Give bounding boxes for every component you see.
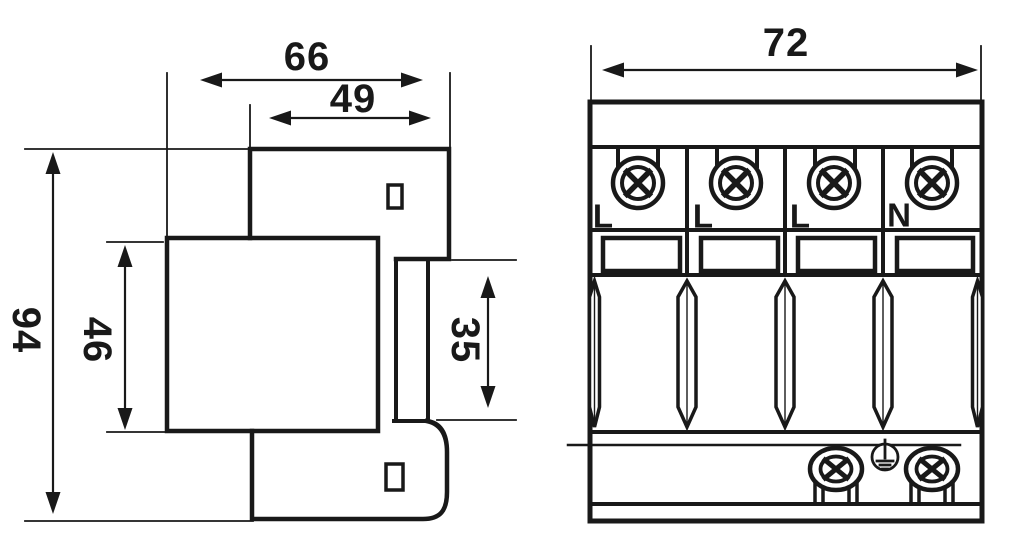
dim-arrow-up <box>45 152 61 174</box>
dim-body-height-label: 46 <box>75 316 119 364</box>
dim-arrow-right <box>409 110 431 126</box>
side-view-lower-slot <box>384 462 405 492</box>
screw-legs <box>813 481 859 505</box>
module-seam-grooves <box>587 275 985 432</box>
terminal-screw-icon <box>904 155 960 211</box>
dim-front-total-width-label: 72 <box>762 21 810 65</box>
side-view-lower-section-outline <box>249 418 450 522</box>
dim-upper-width <box>269 110 431 126</box>
screw-legs <box>909 481 955 505</box>
terminal-collars <box>616 146 954 168</box>
side-view-upper-slot <box>386 183 404 210</box>
pole-label-4: N <box>887 196 911 234</box>
dim-total-width <box>200 72 423 88</box>
module-seam-center-lines <box>593 282 979 426</box>
label-window <box>795 235 878 274</box>
bottom-screw-icon <box>903 445 961 505</box>
dim-total-height <box>45 152 61 514</box>
side-view <box>24 72 517 522</box>
side-view-extension-lines <box>24 72 517 522</box>
pole-label-2: L <box>692 197 714 235</box>
side-view-top-section-outline <box>247 146 452 262</box>
front-view-extension-lines <box>590 45 982 102</box>
dim-arrow-up <box>117 245 133 267</box>
terminal-screw-icon <box>708 155 764 211</box>
dim-arrow-up <box>480 276 496 298</box>
dim-arrow-left <box>269 110 291 126</box>
terminal-screw-icon <box>806 155 862 211</box>
dim-arrow-right <box>401 72 423 88</box>
dim-rail-recess-label: 35 <box>443 316 487 364</box>
label-window <box>894 235 976 274</box>
pole-label-1: L <box>592 197 614 235</box>
dim-body-height <box>117 245 133 430</box>
front-view <box>566 45 985 524</box>
pole-label-3: L <box>789 197 811 235</box>
dim-upper-width-label: 49 <box>329 77 377 121</box>
dim-arrow-down <box>117 408 133 430</box>
side-view-din-channel <box>392 257 430 423</box>
ground-terminal-icon <box>870 438 900 472</box>
dim-arrow-down <box>45 492 61 514</box>
module-separator-lines <box>685 145 885 277</box>
label-window <box>600 235 683 274</box>
dim-rail-recess-height <box>480 276 496 408</box>
dim-front-total-width <box>602 62 978 78</box>
dim-arrow-left <box>200 72 222 88</box>
side-view-main-body-outline <box>164 235 381 434</box>
dim-total-width-label: 66 <box>283 35 331 79</box>
bottom-screw-icon <box>807 445 865 505</box>
dim-total-height-label: 94 <box>4 306 48 354</box>
dim-arrow-left <box>602 62 624 78</box>
terminal-screw-icon <box>610 155 666 211</box>
dim-arrow-right <box>956 62 978 78</box>
dim-arrow-down <box>480 386 496 408</box>
label-window <box>698 235 781 274</box>
